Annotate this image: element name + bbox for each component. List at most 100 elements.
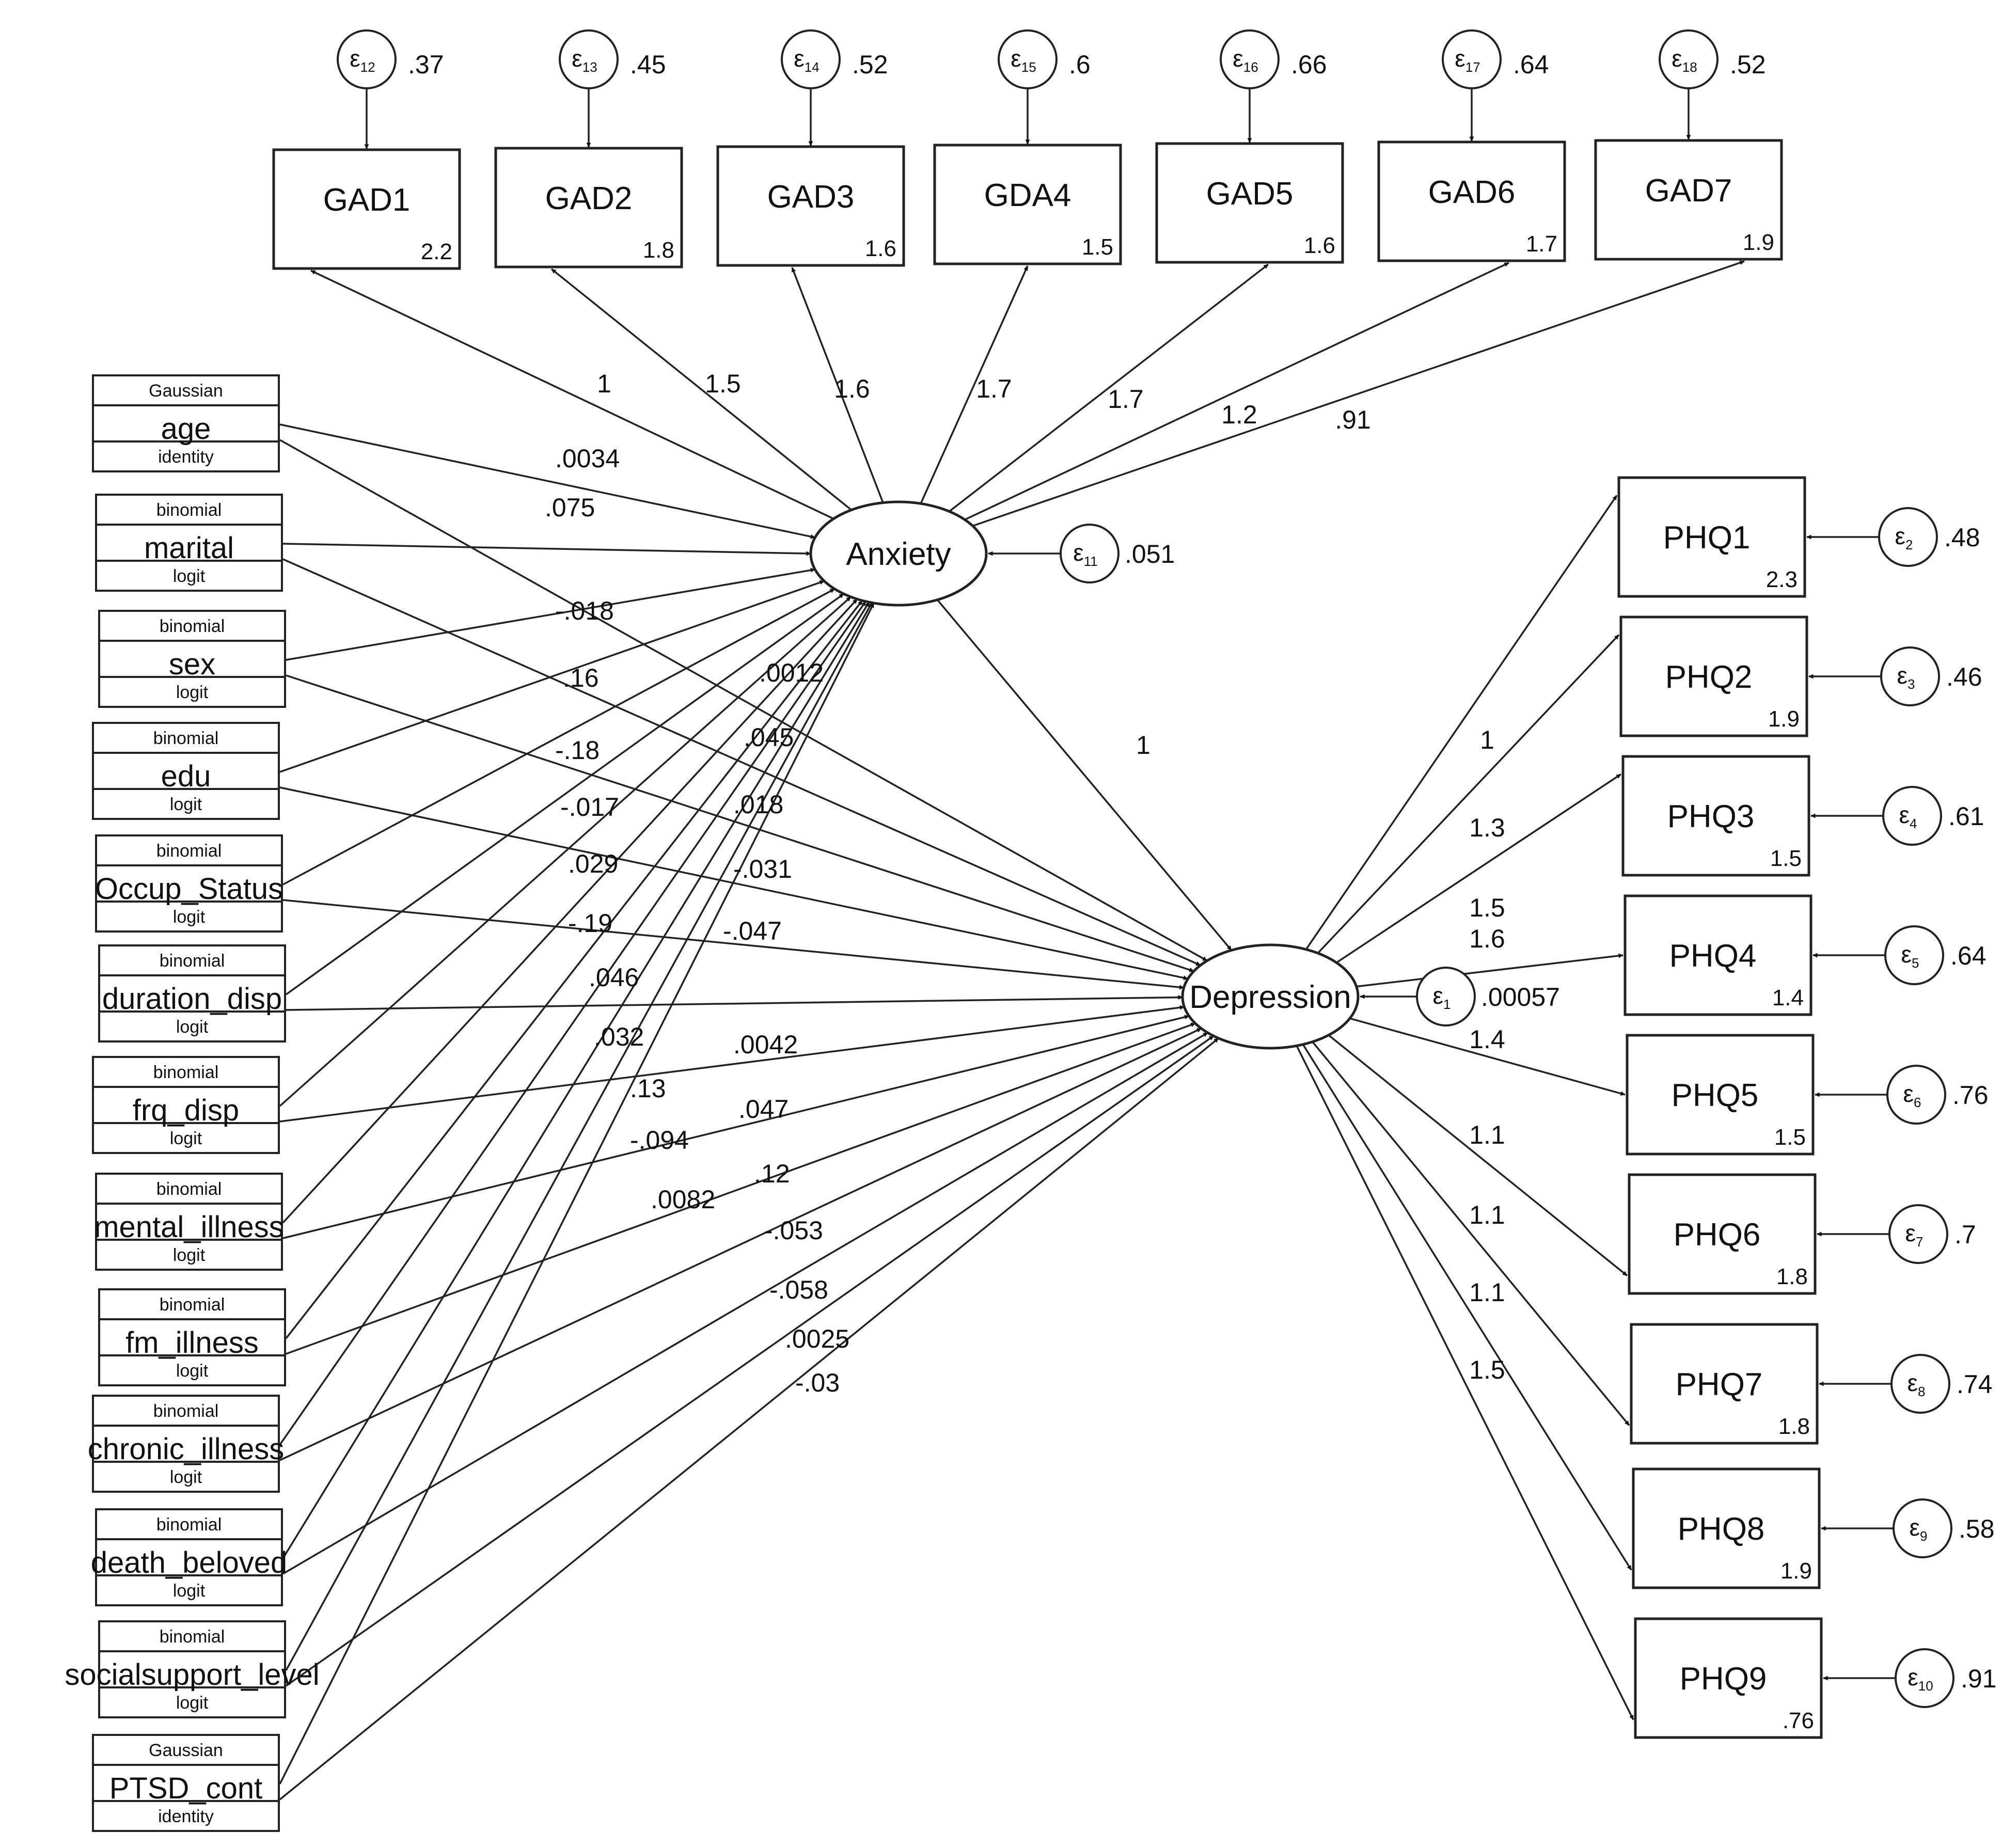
anxiety-error <box>1060 524 1120 583</box>
predictor-link-box <box>92 1800 280 1832</box>
phq-error-variance: .74 <box>1957 1370 1993 1399</box>
predictor-family-box <box>98 1620 286 1652</box>
predictor-family: binomial <box>156 1515 222 1535</box>
phq-loading-coef: 1.4 <box>1469 1025 1505 1054</box>
phq-error-circle <box>1884 925 1944 985</box>
predictor-to-depression-path <box>286 674 1194 972</box>
predictor-family-box <box>95 1508 283 1540</box>
depression-latent <box>1181 943 1360 1050</box>
gad-item-mean: 1.7 <box>1526 231 1557 257</box>
predictor-name: chronic_illness <box>88 1432 284 1466</box>
phq-loading-coef: 1 <box>1480 725 1494 754</box>
phq-item-name: PHQ6 <box>1674 1217 1761 1253</box>
phq-loading-coef: 1.3 <box>1469 813 1505 842</box>
predictor-link-box <box>95 1574 283 1606</box>
predictor-depression-coef: .018 <box>733 790 783 819</box>
predictor-depression-coef: .0042 <box>733 1030 798 1059</box>
predictor-name: death_beloved <box>91 1546 288 1580</box>
anxiety-to-gad-path <box>791 267 884 503</box>
predictor-to-depression-path <box>282 1015 1189 1239</box>
phq-loading-coef: 1.6 <box>1469 924 1505 953</box>
depression-error-variance: .00057 <box>1481 983 1560 1012</box>
predictor-to-anxiety-path <box>285 602 873 1671</box>
predictor-family: binomial <box>160 1627 225 1647</box>
predictor-depression-coef: .0025 <box>785 1324 849 1353</box>
predictor-depression-coef: -.03 <box>795 1368 840 1397</box>
gad-loading-coef: 1.7 <box>976 374 1012 403</box>
gad-item-box <box>933 144 1122 265</box>
gad-item-mean: 1.5 <box>1082 234 1113 260</box>
depression-error <box>1416 967 1476 1026</box>
depression-to-phq-path <box>1328 1034 1628 1276</box>
predictor-name-box <box>92 404 280 443</box>
predictor-link-box <box>92 1461 280 1493</box>
gad-error-circle <box>337 29 397 89</box>
predictor-to-depression-path <box>279 1005 1185 1123</box>
predictor-to-anxiety-path <box>282 588 836 886</box>
predictor-link-box <box>98 1354 286 1386</box>
predictor-family-box <box>92 1734 280 1766</box>
predictor-to-anxiety-path <box>282 543 811 556</box>
phq-item-box <box>1630 1323 1819 1445</box>
predictor-to-depression-path <box>282 558 1201 966</box>
phq-error-circle <box>1890 1354 1950 1414</box>
phq-error-circle <box>1878 507 1938 567</box>
phq-error-variance: .48 <box>1944 523 1980 552</box>
gad-error-variance: .45 <box>630 50 666 79</box>
predictor-to-depression-path <box>282 899 1184 990</box>
predictor-family-box <box>95 1173 283 1205</box>
anxiety-to-gad-path <box>920 265 1029 504</box>
phq-item-box <box>1619 615 1808 737</box>
gad-loading-coef: 1 <box>597 369 611 398</box>
paths-layer <box>279 88 1896 1800</box>
predictor-name-box <box>92 1086 280 1124</box>
phq-error-variance: .64 <box>1950 941 1987 970</box>
phq-item-box <box>1634 1617 1823 1739</box>
predictor-link: identity <box>158 447 214 467</box>
phq-error-circle-label: ε8 <box>1908 1369 1926 1399</box>
predictor-to-depression-path <box>279 1028 1202 1461</box>
gad-item-name: GAD5 <box>1206 176 1294 212</box>
predictor-family: binomial <box>153 1401 219 1421</box>
gad-error-variance: .52 <box>852 50 888 79</box>
phq-error-circle <box>1886 1065 1946 1125</box>
gad-item-box <box>272 148 461 270</box>
predictor-name: fm_illness <box>125 1326 259 1360</box>
gad-error-circle <box>998 29 1058 89</box>
phq-item-name: PHQ5 <box>1672 1078 1759 1113</box>
gad-error-circle <box>1659 29 1719 89</box>
predictor-to-anxiety-path <box>279 580 825 773</box>
predictor-to-anxiety-path <box>282 598 858 1224</box>
predictor-depression-coef: -.053 <box>764 1216 823 1245</box>
phq-item-name: PHQ1 <box>1663 520 1751 556</box>
phq-item-box <box>1632 1467 1821 1589</box>
predictor-link: logit <box>173 1581 206 1601</box>
predictor-name-box <box>92 1425 280 1463</box>
predictor-link: logit <box>173 907 206 927</box>
nodes-layer: AnxietyDepressionε11ε1GAD12.2ε12GAD21.8ε… <box>65 29 1954 1832</box>
predictor-family-box <box>95 494 283 526</box>
predictor-anxiety-coef: .0082 <box>651 1185 715 1214</box>
phq-item-name: PHQ3 <box>1667 799 1755 834</box>
gad-item-name: GAD3 <box>767 179 855 215</box>
gad-item-box <box>1594 139 1783 261</box>
predictor-to-anxiety-path <box>279 596 852 1107</box>
anxiety-to-depression-coef: 1 <box>1136 731 1150 760</box>
anxiety-latent <box>809 500 988 607</box>
predictor-name-box <box>98 1650 286 1688</box>
predictor-name-box <box>95 864 283 903</box>
predictor-depression-coef: .075 <box>545 493 595 522</box>
predictor-family: binomial <box>156 500 222 520</box>
predictor-to-anxiety-path <box>285 600 863 1339</box>
phq-error-variance: .91 <box>1961 1664 1997 1693</box>
phq-error-circle <box>1895 1648 1954 1708</box>
predictor-depression-coef: .12 <box>754 1159 790 1188</box>
predictor-family: Gaussian <box>149 381 223 401</box>
predictor-to-anxiety-path <box>286 567 815 661</box>
phq-item-name: PHQ8 <box>1678 1511 1765 1547</box>
predictor-name-box <box>95 1203 283 1241</box>
predictor-name: age <box>161 412 211 446</box>
predictor-name-box <box>92 752 280 790</box>
predictor-name: socialsupport_level <box>65 1658 319 1692</box>
gad-error-variance: .66 <box>1291 50 1327 79</box>
